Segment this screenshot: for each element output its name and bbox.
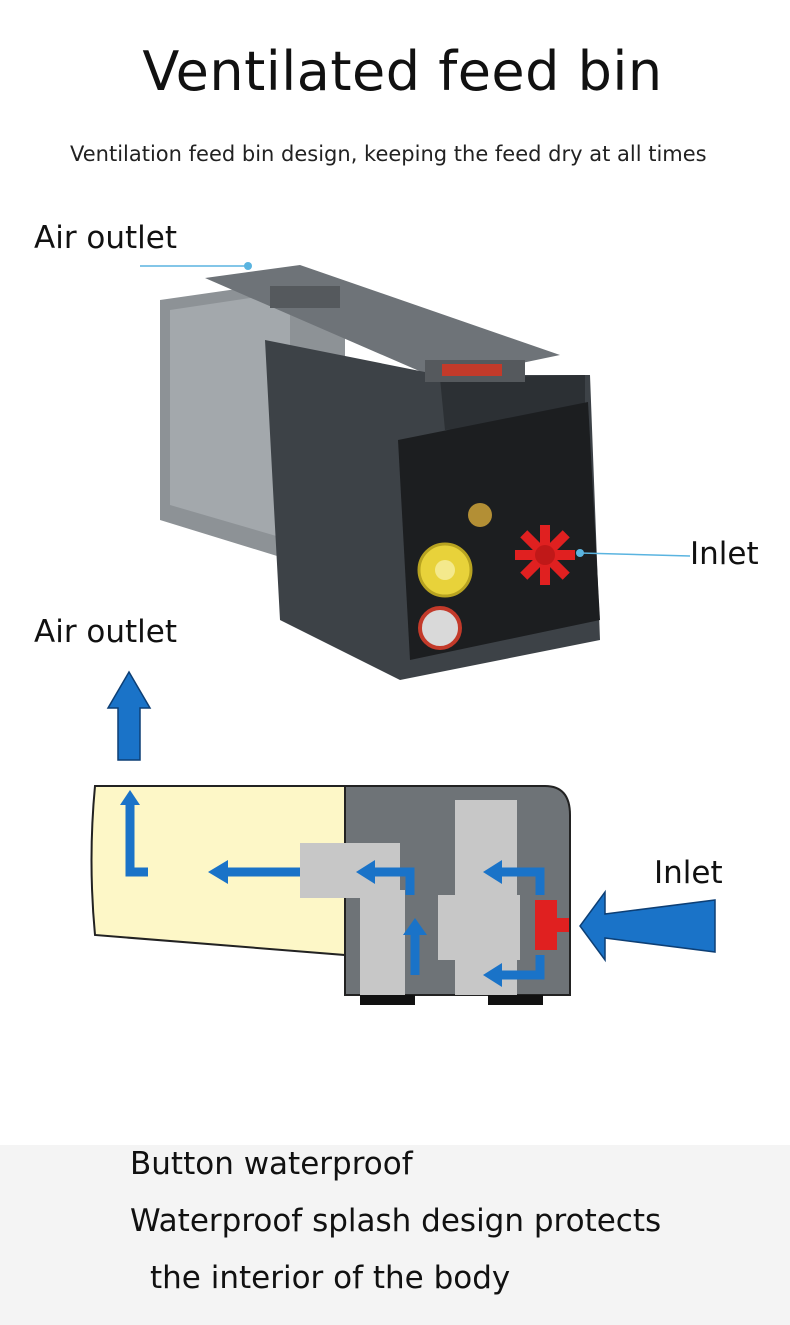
flow-arrow-top <box>500 867 545 895</box>
diagram-foot-right <box>488 995 543 1005</box>
diagram-foot-left <box>360 995 415 1005</box>
flow-arrow-bin <box>125 800 148 877</box>
lid-vent <box>270 286 340 308</box>
inlet-label: Inlet <box>690 536 759 572</box>
page-title: Ventilated feed bin <box>142 40 663 103</box>
feature-line-2: the interior of the body <box>150 1260 511 1296</box>
feed-wheel-icon <box>515 525 575 585</box>
arrow-left-icon <box>579 889 716 963</box>
air-outlet-label: Air outlet <box>34 220 178 256</box>
feed-bin-panel <box>170 292 290 540</box>
air-outlet-callout-dot <box>244 262 252 270</box>
inlet-callout-line <box>579 552 691 557</box>
feature-heading: Button waterproof <box>130 1146 413 1182</box>
feature-panel <box>0 1145 790 1325</box>
diagram-air-outlet-label: Air outlet <box>34 614 178 650</box>
diagram-post <box>360 890 405 995</box>
flow-arrow-chute <box>372 867 415 895</box>
brand-label <box>442 364 502 376</box>
diagram-motor <box>438 895 520 960</box>
feature-line-1: Waterproof splash design protects <box>130 1203 662 1239</box>
diagram-wheel <box>535 900 557 950</box>
battery-yellow-cap <box>435 560 455 580</box>
diagram-inlet-label: Inlet <box>654 855 723 891</box>
battery-red <box>418 606 462 650</box>
gear-spring <box>468 503 492 527</box>
flow-arrow-bottom <box>500 955 545 980</box>
arrow-up-icon <box>106 670 152 761</box>
page-subtitle: Ventilation feed bin design, keeping the… <box>70 142 707 166</box>
